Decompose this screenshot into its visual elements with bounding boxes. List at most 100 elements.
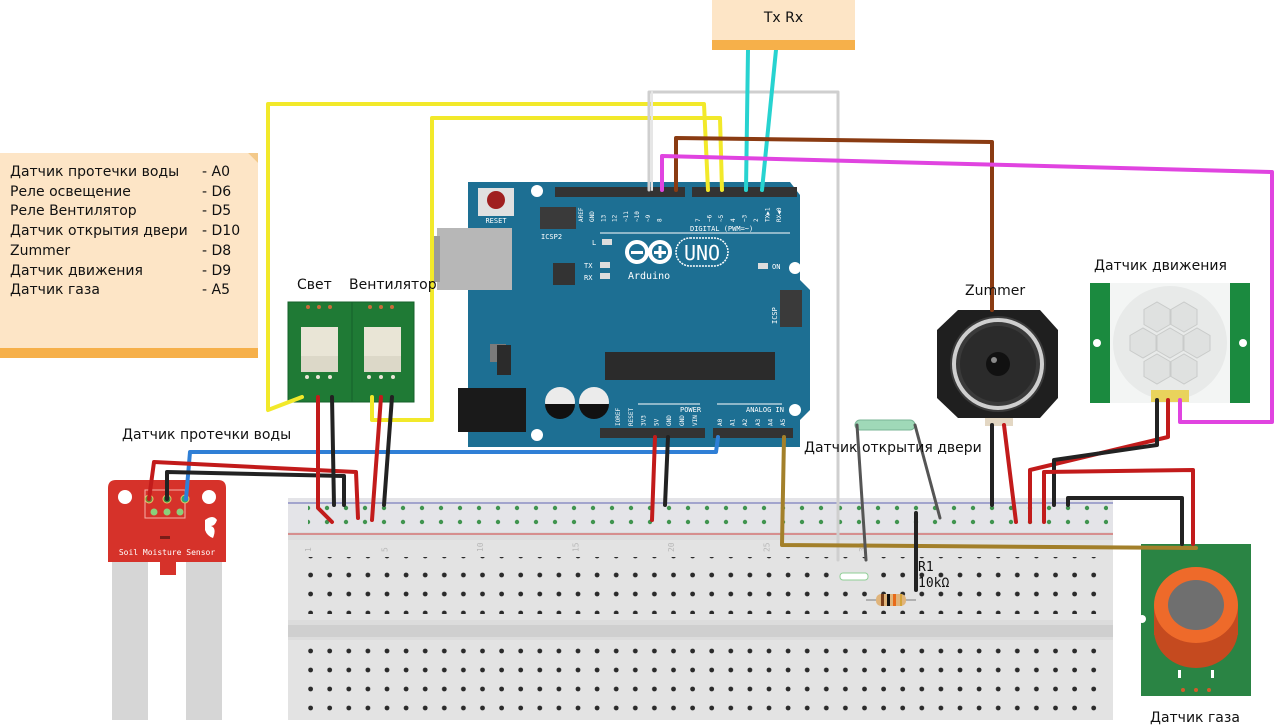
pir-lens-cell (1129, 327, 1157, 359)
digital-pin-label: 4 (730, 218, 737, 222)
capacitors (545, 387, 609, 419)
power-pin-label: GND (666, 415, 673, 426)
power-pin-label: IOREF (615, 408, 622, 426)
wire-brown-d8 (674, 136, 994, 312)
digital-pin-label: ~10 (634, 211, 641, 222)
wire-black-gnd (663, 435, 670, 507)
relay-fan-label: Вентилятор (349, 277, 437, 293)
legend-row: Датчик протечки воды- A0 (10, 163, 230, 183)
power-pin-label: 3V3 (641, 415, 648, 426)
legend-component: Датчик открытия двери (10, 223, 188, 240)
pir-lens-cell (1170, 301, 1198, 333)
digital-pin-label: ~5 (718, 214, 725, 222)
wire-red-gas (1042, 468, 1195, 546)
legend-pin: - D8 (202, 242, 232, 259)
legend-row: Реле Вентилятор- D5 (10, 202, 231, 222)
note-fold-shadow (248, 153, 258, 163)
power-pin-label: VIN (692, 415, 699, 426)
legend-row: Датчик газа - A5 (10, 281, 230, 301)
icsp2-label: ICSP2 (541, 233, 562, 241)
relay-fan (351, 301, 415, 403)
breadboard-column-number: 10 (476, 542, 485, 552)
breadboard-column-number: 5 (380, 547, 389, 552)
wire-red-buzzer (1002, 423, 1018, 524)
buzzer-speaker (937, 310, 1058, 426)
door-sensor-label: Датчик открытия двери (804, 440, 982, 456)
terminal-holes-bottom (302, 643, 1102, 720)
resistor-r1 (866, 594, 916, 606)
wire-magenta-d9 (660, 154, 1274, 424)
wire-gray-1 (647, 90, 840, 562)
wire-red-relay2 (370, 395, 383, 522)
digital-pin-label: TX▶1 (765, 207, 772, 222)
icsp-label: ICSP (771, 307, 779, 324)
digital-pin-label: 7 (695, 218, 702, 222)
wire-red-relay1 (316, 395, 334, 524)
legend-component: Датчик протечки воды (10, 164, 180, 180)
wire-blue-a0 (184, 435, 720, 501)
legend-pin: - D10 (202, 223, 241, 240)
soil-moisture-sensor: Soil Moisture Sensor (108, 480, 226, 720)
wire-olive-a5 (780, 435, 1198, 550)
legend-pin: - A5 (202, 282, 230, 299)
led-on-label: ON (772, 263, 780, 271)
legend-row: Реле освещение - D6 (10, 183, 231, 203)
pir-lens-cell (1183, 327, 1211, 359)
analog-pin-label: A1 (730, 418, 737, 426)
analog-pin-label: A4 (767, 418, 774, 426)
power-header: POWER (680, 406, 702, 414)
gas-sensor-label: Датчик газа (1150, 710, 1240, 726)
motion-sensor-pir (1090, 283, 1250, 403)
gas-sensor-mq (1138, 544, 1251, 696)
breadboard-column-number: 1 (304, 547, 313, 552)
arduino-brand: Arduino (628, 271, 670, 282)
digital-pin-label: 13 (600, 214, 607, 222)
digital-pin-label: ~6 (707, 214, 714, 222)
pir-lens-cell (1156, 327, 1184, 359)
legend-pin: - D9 (202, 262, 232, 279)
wire-cyan-rx (760, 48, 778, 192)
digital-pin-label: 2 (753, 218, 760, 222)
wire-black-relay1 (330, 395, 336, 507)
digital-pin-label: ~11 (623, 211, 630, 222)
wire-yellow-d6 (266, 102, 710, 412)
wire-black-pir (1052, 398, 1159, 507)
analog-pin-label: A3 (755, 418, 762, 426)
txrx-label: Tx Rx (763, 10, 804, 26)
wires (147, 48, 1274, 592)
legend-row: Датчик открытия двери - D10 (10, 222, 240, 242)
pir-lens-cell (1143, 353, 1171, 385)
analog-pin-label: A0 (717, 418, 724, 426)
wire-reed-left (855, 423, 868, 562)
legend-component: Реле освещение (10, 183, 131, 200)
digital-pin-label: 8 (656, 218, 663, 222)
arduino-logo: UNO Arduino (625, 237, 729, 282)
power-pin-label: 5V (653, 418, 660, 426)
legend-component: Zummer (10, 242, 71, 259)
pir-lens-cell (1170, 353, 1198, 385)
wire-red-soil (147, 460, 360, 520)
digital-pin-label: ~3 (741, 214, 748, 222)
legend-pin: - D6 (202, 183, 232, 200)
soil-sensor-title: Soil Moisture Sensor (119, 548, 216, 557)
analog-pin-label: A5 (780, 418, 787, 426)
digital-pin-label: 12 (612, 214, 619, 222)
wire-black-relay2 (382, 395, 394, 507)
led-rx-label: RX (584, 274, 593, 282)
pir-lens-cell (1143, 301, 1171, 333)
txrx-note: Tx Rx (712, 0, 855, 50)
resistor-value: 10kΩ (918, 576, 949, 591)
motion-sensor-label: Датчик движения (1094, 258, 1227, 274)
terminal-holes-top (302, 557, 1102, 614)
wire-reed-right (913, 423, 942, 520)
wire-black-gas (1066, 496, 1184, 546)
legend-component: Датчик газа (10, 282, 100, 299)
legend-row: Zummer - D8 (10, 242, 231, 262)
uno-label: UNO (684, 241, 720, 265)
analog-pin-label: A2 (742, 418, 749, 426)
breadboard-column-number: 15 (571, 542, 580, 552)
digital-pin-label: AREF (578, 207, 585, 222)
